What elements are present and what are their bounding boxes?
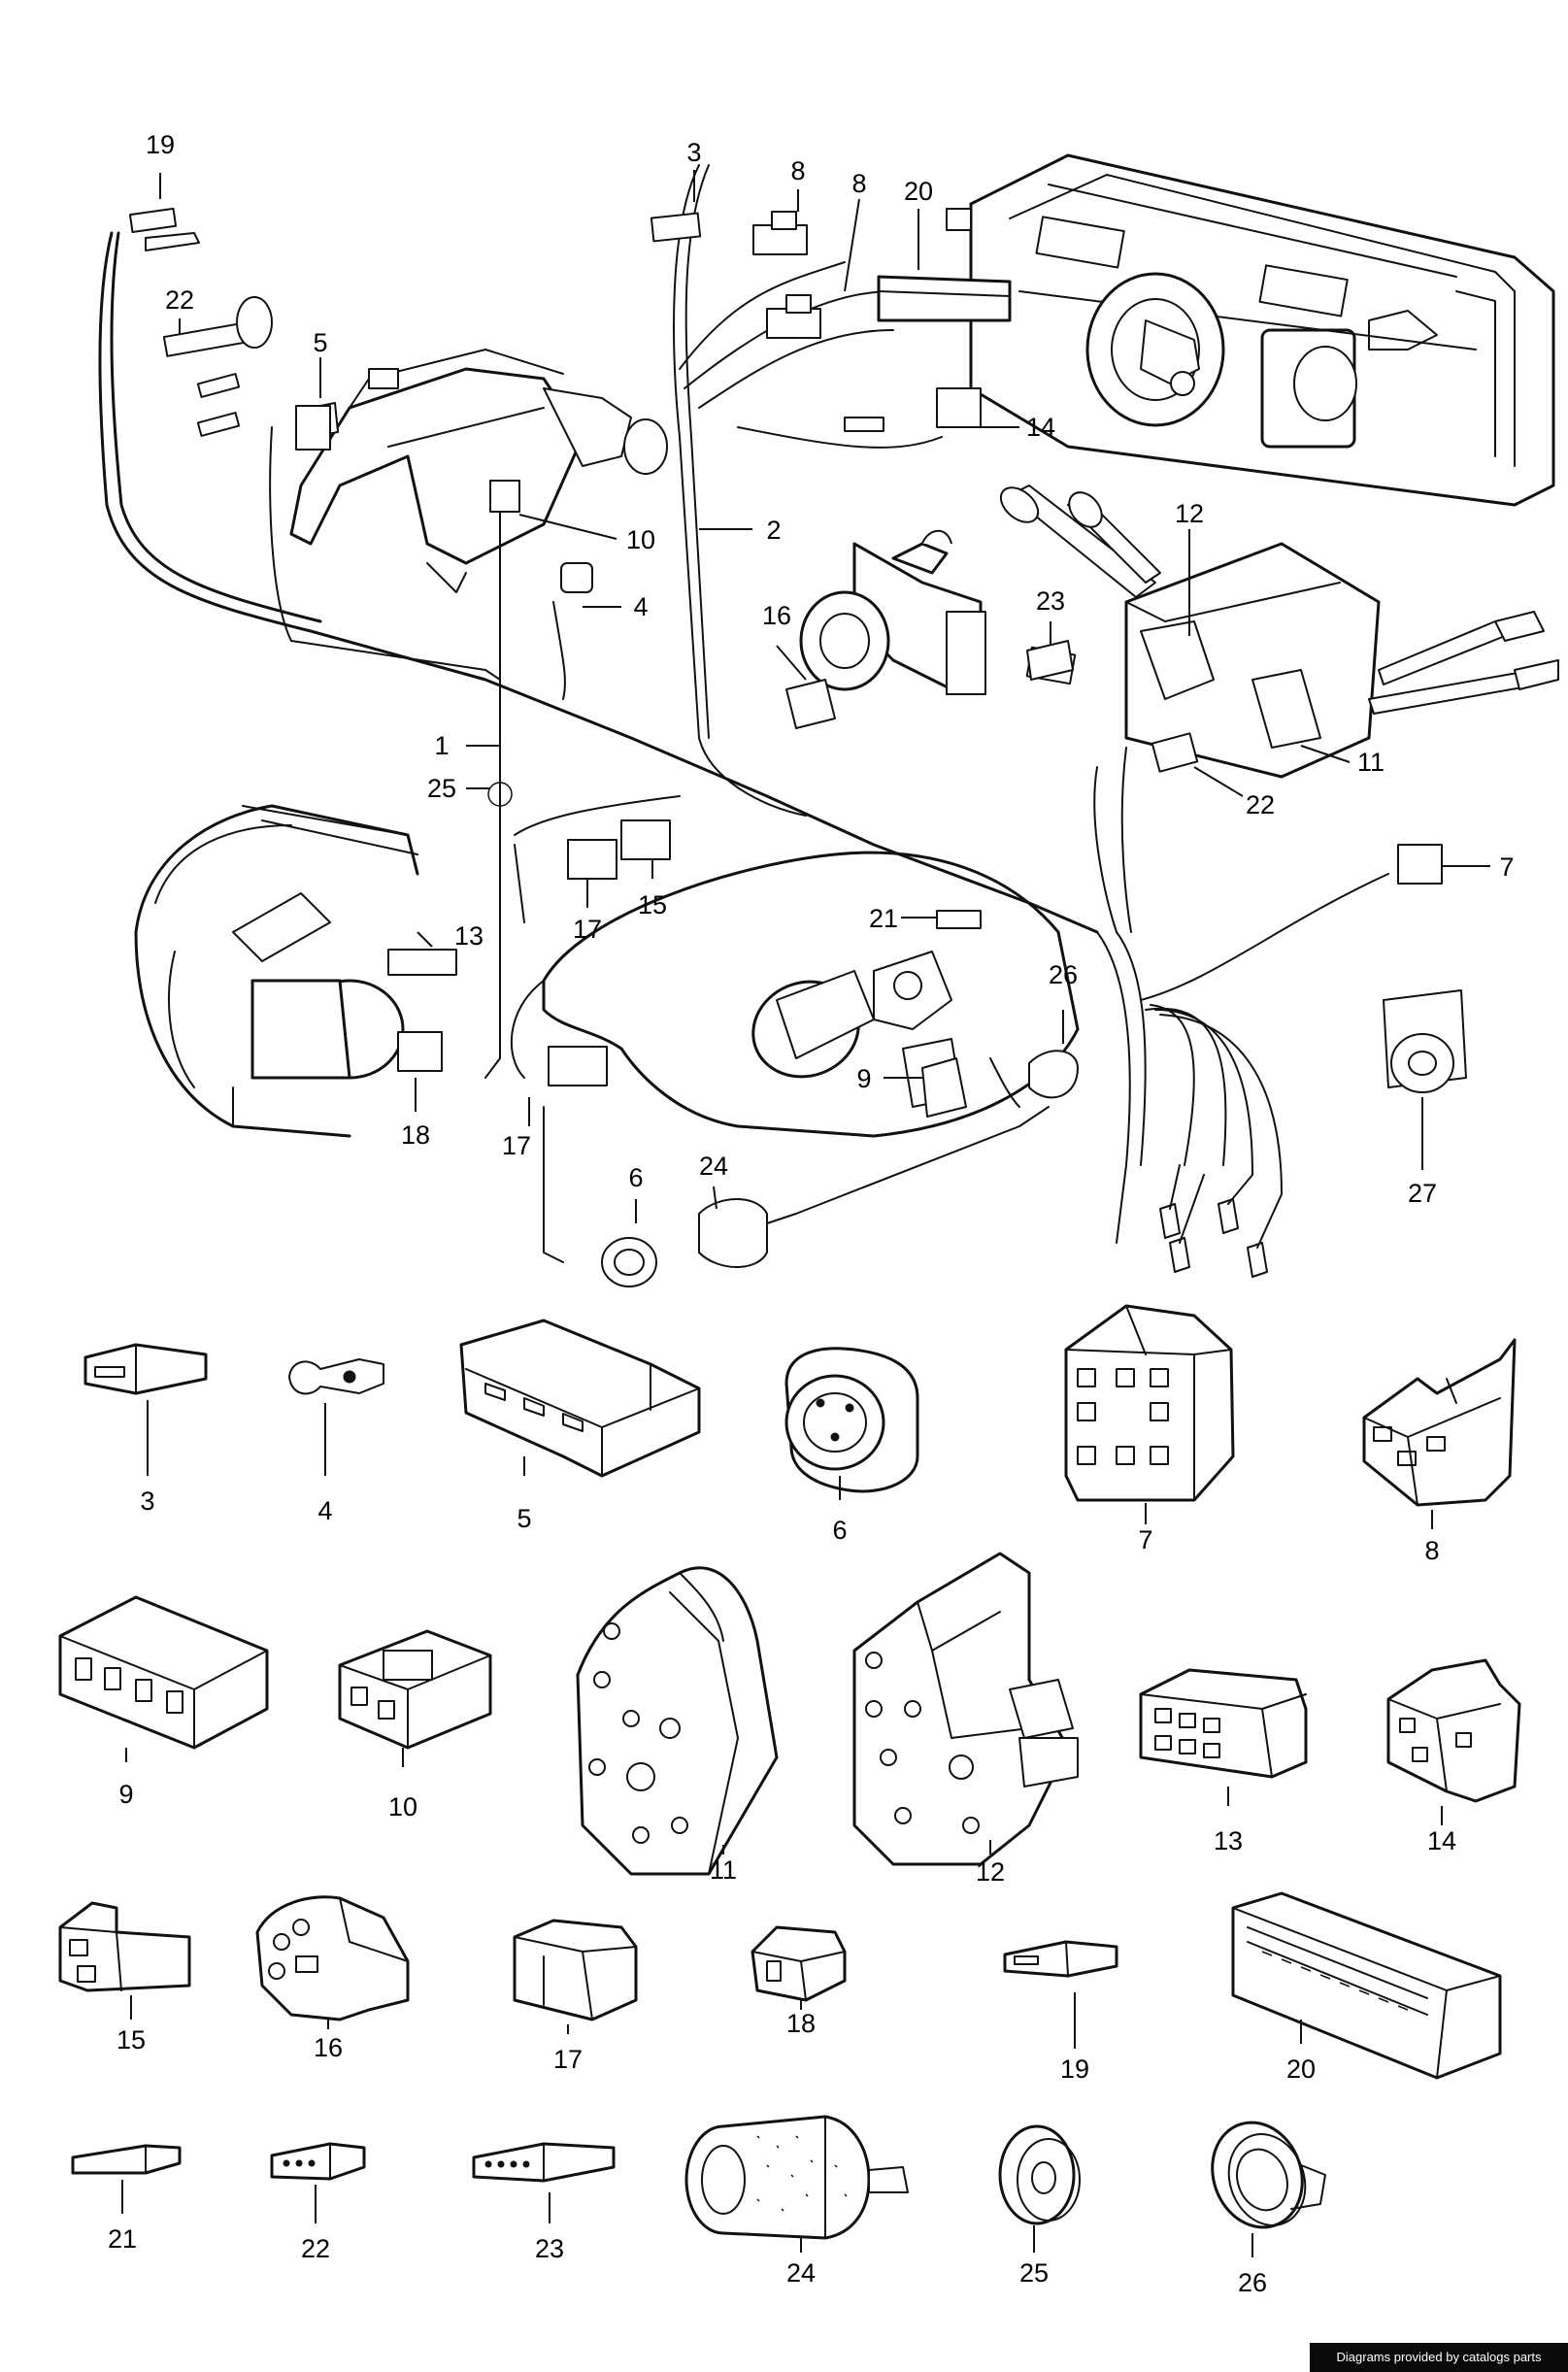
combination-switch [999,484,1559,779]
part-label-21: 21 [108,2224,137,2254]
callout-7a: 7 [1499,852,1514,882]
part-10: 10 [338,1629,492,1821]
part-15: 15 [58,1901,191,2055]
part-5: 5 [459,1319,701,1533]
callout-8b: 8 [851,169,866,198]
part-label-3: 3 [140,1487,154,1516]
part-13: 13 [1139,1668,1308,1855]
callout-19: 19 [146,130,175,159]
part-label-15: 15 [117,2025,146,2055]
assembly-callouts: 19 3 8 8 20 22 5 14 2 10 4 12 23 16 11 2… [146,130,1515,1208]
part-23: 23 [472,2142,616,2263]
callout-13a: 13 [454,921,484,951]
callout-17b: 17 [502,1131,531,1160]
part-3: 3 [83,1343,208,1516]
callout-6a: 6 [628,1163,643,1192]
part-label-4: 4 [317,1496,332,1525]
callout-10: 10 [626,525,655,554]
callout-16a: 16 [762,601,791,630]
callout-18a: 18 [401,1120,430,1150]
ignition-switch-housing [799,529,986,695]
callout-22a: 22 [165,285,194,315]
part-label-8: 8 [1424,1536,1439,1565]
part-7: 7 [1064,1304,1235,1554]
part-19: 19 [1003,1940,1118,2084]
part-label-16: 16 [314,2033,343,2062]
part-21: 21 [71,2144,182,2254]
parts-catalog: 3 4 5 6 [58,1304,1521,2297]
part-label-24: 24 [786,2258,816,2288]
part-label-10: 10 [388,1792,417,1821]
callout-17a: 17 [573,915,602,944]
part-label-6: 6 [832,1516,847,1545]
assembly-leader-lines [159,170,1490,1223]
part-label-12: 12 [976,1857,1005,1887]
callout-11a: 11 [1357,748,1385,777]
part-8: 8 [1362,1338,1517,1565]
part-9: 9 [58,1595,269,1809]
part-14: 14 [1386,1658,1521,1855]
callout-3: 3 [686,138,701,167]
callout-23a: 23 [1036,586,1065,616]
part-label-20: 20 [1286,2055,1316,2084]
part-4: 4 [288,1358,384,1525]
part-label-9: 9 [118,1780,133,1809]
part-label-19: 19 [1060,2055,1089,2084]
part-25: 25 [998,2124,1081,2288]
part-label-13: 13 [1214,1826,1243,1855]
part-16: 16 [255,1895,410,2062]
heater-blower-housing [134,804,419,1138]
assembly-view: 19 3 8 8 20 22 5 14 2 10 4 12 23 16 11 2… [98,130,1559,1287]
part-22: 22 [270,2142,366,2263]
callout-22b: 22 [1246,790,1275,819]
relay-plate-bracket [289,349,668,593]
part-6: 6 [784,1347,919,1545]
callout-24a: 24 [699,1152,728,1181]
part-label-14: 14 [1427,1826,1456,1855]
callout-27: 27 [1408,1179,1437,1208]
callout-21a: 21 [869,904,898,933]
part-17: 17 [513,1919,638,2074]
callout-9a: 9 [856,1064,871,1093]
callout-2: 2 [766,516,781,545]
part-label-17: 17 [553,2045,583,2074]
part-24: 24 [684,2115,909,2288]
part-18: 18 [751,1925,847,2038]
part-label-26: 26 [1238,2268,1267,2297]
callout-20: 20 [904,177,933,206]
part-label-5: 5 [517,1504,531,1533]
part-12: 12 [852,1552,1079,1887]
part-label-22: 22 [301,2234,330,2263]
part-label-18: 18 [786,2009,816,2038]
part-20: 20 [1231,1891,1502,2084]
part-label-25: 25 [1019,2258,1049,2288]
part-11: 11 [576,1566,779,1885]
instrument-cluster [946,153,1555,507]
part-label-7: 7 [1138,1525,1152,1554]
assembly-connectors [128,207,1467,1287]
callout-8a: 8 [790,156,805,185]
part-label-23: 23 [535,2234,564,2263]
callout-15a: 15 [638,890,667,919]
callout-1: 1 [434,731,449,760]
callout-12a: 12 [1175,499,1204,528]
callout-26a: 26 [1049,960,1078,989]
attribution-badge: Diagrams provided by catalogs parts [1310,2343,1568,2372]
callout-25a: 25 [427,774,456,803]
callout-4: 4 [633,592,648,621]
callout-14: 14 [1026,413,1055,442]
callout-5: 5 [313,328,327,357]
part-26: 26 [1211,2121,1326,2297]
wiper-motor-tray [542,851,1080,1138]
part-label-11: 11 [710,1855,737,1885]
